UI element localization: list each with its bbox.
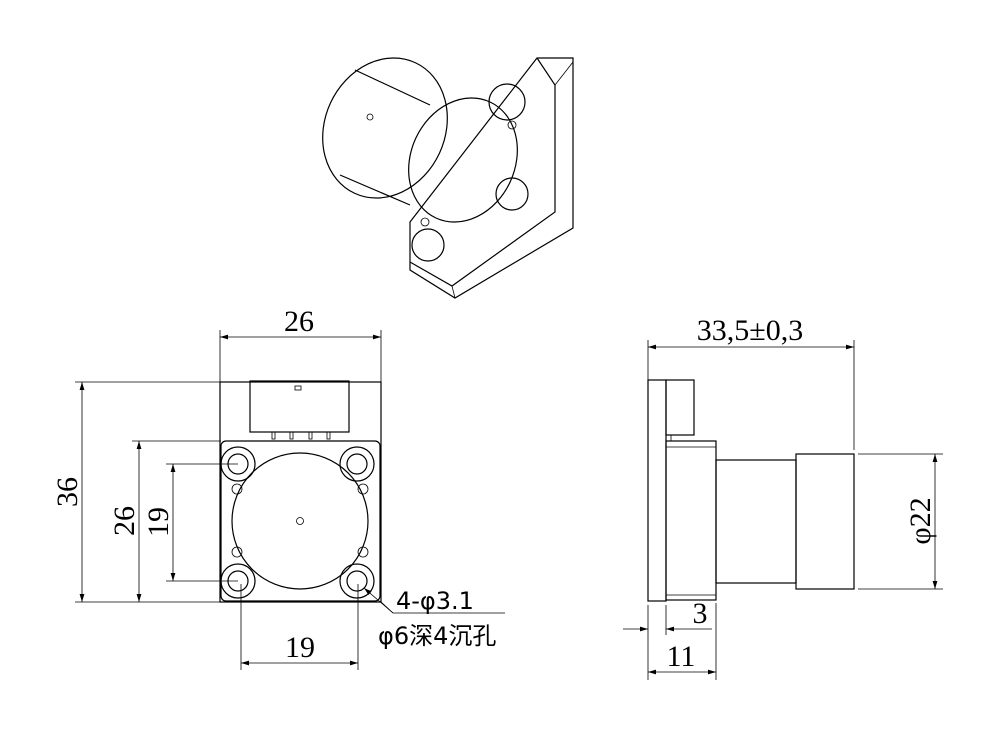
height-dimension: 36 <box>51 477 84 507</box>
width-dimension: 26 <box>284 305 314 338</box>
isometric-view <box>322 57 574 299</box>
hole-note-line1: 4-φ3.1 <box>396 587 474 615</box>
flange-height-dimension: 26 <box>108 506 141 536</box>
plate-thickness-dimension: 3 <box>693 597 708 630</box>
front-dimensions: 26 36 26 19 19 4-φ3.1 φ6深4沉孔 <box>51 305 505 670</box>
side-dimensions: 33,5±0,3 φ22 3 11 <box>623 314 943 680</box>
length-dimension: 33,5±0,3 <box>697 314 803 347</box>
hole-spacing-horizontal-dimension: 19 <box>285 631 315 664</box>
hole-spacing-vertical-dimension: 19 <box>142 507 175 537</box>
flange-depth-dimension: 11 <box>667 640 696 673</box>
mounting-holes <box>220 446 375 599</box>
hole-note-line2: φ6深4沉孔 <box>378 622 496 650</box>
side-view <box>647 379 855 602</box>
diameter-dimension: φ22 <box>904 497 937 544</box>
front-view <box>219 380 382 603</box>
